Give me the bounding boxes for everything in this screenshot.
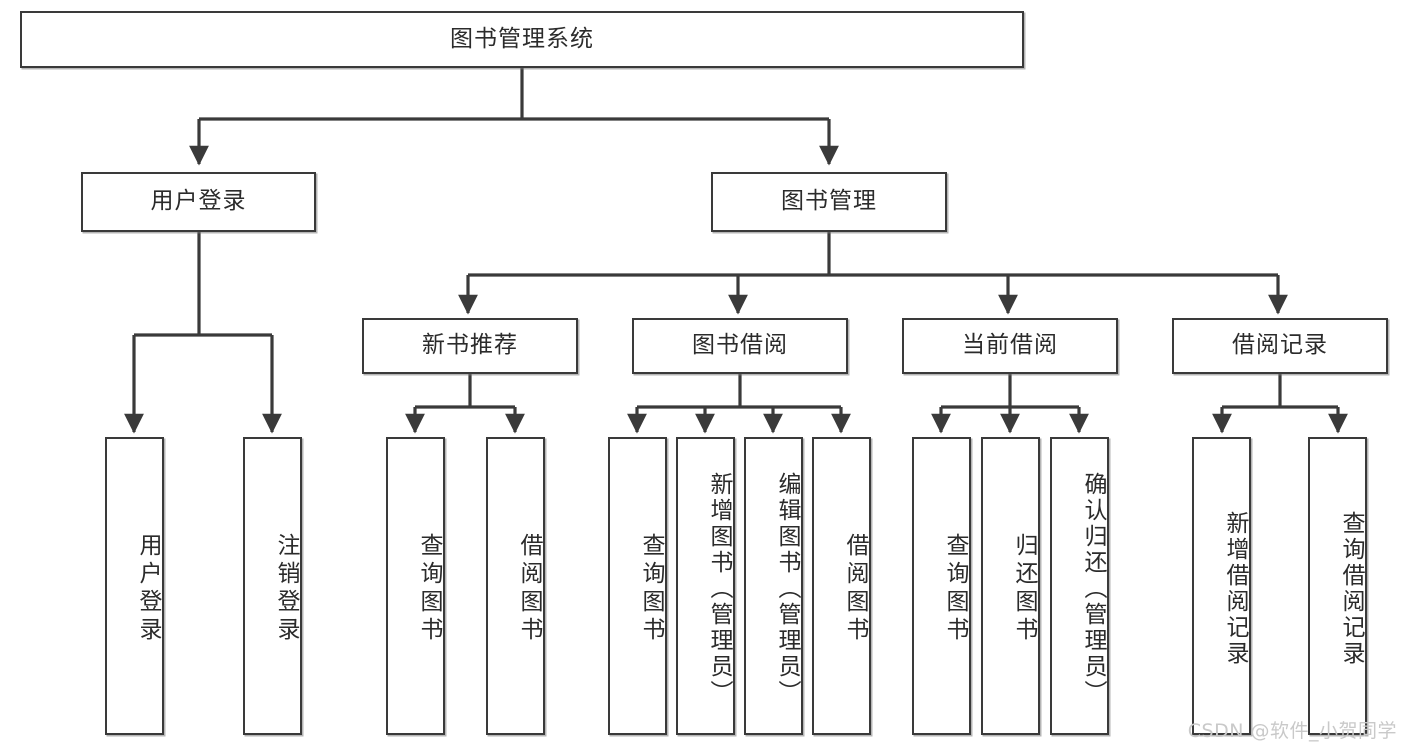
leaf-user-login-login[interactable]: 用户登录 [105,437,164,735]
node-label: 新增借阅记录 [1222,511,1248,667]
csdn-watermark: CSDN @软件_小贺同学 [1187,720,1397,742]
node-label: 当前借阅 [962,332,1058,359]
node-label: 图书借阅 [692,332,788,359]
node-current-borrow[interactable]: 当前借阅 [902,318,1118,374]
leaf-book-borrow-add-book-admin[interactable]: 新增图书（管理员） [676,437,735,735]
node-book-management[interactable]: 图书管理 [711,172,947,232]
node-new-book-recommend[interactable]: 新书推荐 [362,318,578,374]
leaf-current-borrow-confirm-return-admin[interactable]: 确认归还（管理员） [1050,437,1109,735]
node-label: 借阅图书 [842,533,868,645]
node-label: 查询借阅记录 [1338,511,1364,667]
node-label: 用户登录 [150,188,247,215]
leaf-new-book-query-book[interactable]: 查询图书 [386,437,445,735]
node-label: 确认归还（管理员） [1080,472,1106,706]
leaf-book-borrow-borrow-book[interactable]: 借阅图书 [812,437,871,735]
leaf-book-borrow-edit-book-admin[interactable]: 编辑图书（管理员） [744,437,803,735]
leaf-current-borrow-query-book[interactable]: 查询图书 [912,437,971,735]
node-label: 查询图书 [942,533,968,645]
node-label: 借阅记录 [1232,332,1328,359]
node-root-book-management-system[interactable]: 图书管理系统 [20,11,1024,68]
node-label: 新增图书（管理员） [706,472,732,706]
leaf-user-login-logout[interactable]: 注销登录 [243,437,302,735]
leaf-borrow-record-add-record[interactable]: 新增借阅记录 [1192,437,1251,735]
node-label: 图书管理系统 [450,25,594,52]
node-label: 借阅图书 [516,533,542,645]
node-label: 查询图书 [416,533,442,645]
node-label: 编辑图书（管理员） [774,472,800,706]
node-borrow-record[interactable]: 借阅记录 [1172,318,1388,374]
node-label: 查询图书 [638,533,664,645]
node-label: 归还图书 [1011,533,1037,645]
node-label: 注销登录 [273,533,299,645]
leaf-new-book-borrow-book[interactable]: 借阅图书 [486,437,545,735]
node-label: 图书管理 [781,188,877,215]
leaf-borrow-record-query-record[interactable]: 查询借阅记录 [1308,437,1367,735]
leaf-current-borrow-return-book[interactable]: 归还图书 [981,437,1040,735]
node-label: 新书推荐 [422,332,518,359]
node-book-borrow[interactable]: 图书借阅 [632,318,848,374]
node-label: 用户登录 [135,533,161,645]
leaf-book-borrow-query-book[interactable]: 查询图书 [608,437,667,735]
node-user-login[interactable]: 用户登录 [81,172,316,232]
